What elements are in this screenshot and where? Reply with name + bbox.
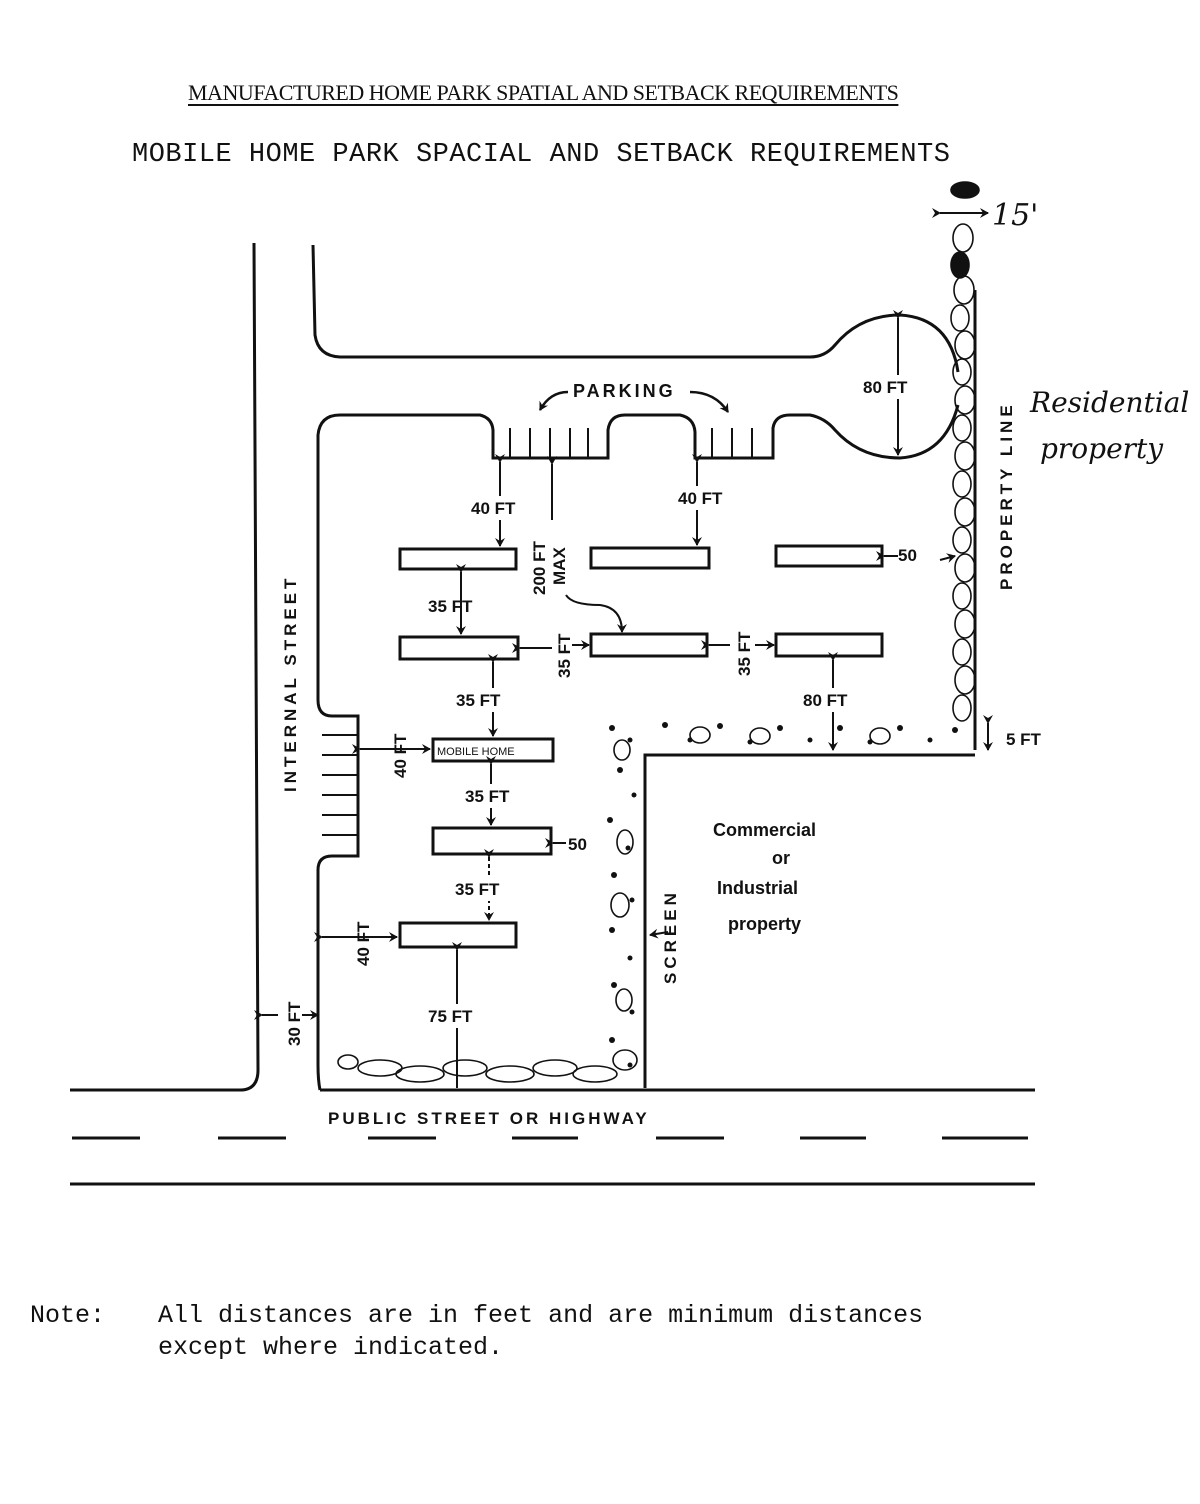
note-line-1: All distances are in feet and are minimu… bbox=[158, 1301, 924, 1330]
parking-arrow-left bbox=[538, 390, 569, 411]
parking-to-home-left-label: 40 FT bbox=[471, 499, 516, 518]
screen-label: SCREEN bbox=[661, 889, 680, 984]
note-label: Note: bbox=[30, 1301, 106, 1330]
home-lot bbox=[431, 826, 553, 856]
public-street-label: PUBLIC STREET OR HIGHWAY bbox=[328, 1109, 650, 1128]
buffer-width-label: 5 FT bbox=[1006, 730, 1042, 749]
svg-text:Commercial: Commercial bbox=[713, 820, 816, 840]
home-to-screen-label: 50 bbox=[568, 835, 587, 854]
parking-label: PARKING bbox=[573, 381, 676, 401]
residential-property-annotation: Residential property bbox=[1029, 386, 1189, 465]
loop-road-outer-edge bbox=[311, 244, 960, 373]
side-spacing-right-label: 35 FT bbox=[735, 631, 754, 676]
document-title: MANUFACTURED HOME PARK SPATIAL AND SETBA… bbox=[188, 80, 899, 105]
note-line-2: except where indicated. bbox=[158, 1333, 504, 1362]
screen-buffer-shrubs bbox=[610, 726, 891, 1012]
parking-stalls-left bbox=[322, 734, 358, 836]
property-line-label: PROPERTY LINE bbox=[997, 401, 1016, 590]
svg-text:property: property bbox=[1040, 432, 1164, 465]
max-distance-label: 200 FTMAX bbox=[530, 541, 569, 595]
home-to-public-street-label: 75 FT bbox=[428, 1007, 473, 1026]
home-lot bbox=[589, 632, 709, 658]
home-lot bbox=[774, 544, 884, 568]
diagram-title: MOBILE HOME PARK SPACIAL AND SETBACK REQ… bbox=[132, 140, 951, 170]
home-lot bbox=[398, 921, 518, 949]
parking-stalls-top-right bbox=[711, 428, 753, 458]
home-spacing-label-3: 35 FT bbox=[465, 787, 510, 806]
parking-stalls-top-left bbox=[509, 428, 589, 458]
cul-de-sac-diameter-label: 80 FT bbox=[863, 378, 908, 397]
internal-street-width-label: 30 FT bbox=[285, 1001, 304, 1046]
park-interior-boundary bbox=[316, 404, 960, 1091]
home-lot bbox=[589, 546, 711, 570]
home-spacing-label-4: 35 FT bbox=[455, 880, 500, 899]
screen-buffer-outline bbox=[643, 753, 975, 1088]
hedge-width-annotation: 15' bbox=[992, 198, 1038, 233]
home-to-internal-street-label-1: 40 FT bbox=[391, 733, 410, 778]
footnote: Note: All distances are in feet and are m… bbox=[30, 1300, 923, 1364]
mobile-home-label: MOBILE HOME bbox=[437, 746, 515, 758]
home-lot bbox=[774, 632, 884, 658]
home-spacing-label-1: 35 FT bbox=[428, 597, 473, 616]
internal-street-outer-edge bbox=[70, 242, 260, 1092]
home-to-buffer-label: 80 FT bbox=[803, 691, 848, 710]
internal-street-label: INTERNAL STREET bbox=[281, 575, 300, 792]
home-to-internal-street-label-2: 40 FT bbox=[354, 921, 373, 966]
svg-text:Industrial: Industrial bbox=[717, 878, 798, 898]
home-lot bbox=[398, 635, 520, 661]
screen-buffer-texture bbox=[607, 722, 958, 1068]
home-lot bbox=[398, 547, 518, 571]
home-to-property-line-label: 50 bbox=[898, 546, 917, 565]
hedge-public-street bbox=[337, 1049, 638, 1083]
side-spacing-left-label: 35 FT bbox=[555, 633, 574, 678]
parking-arrow-right bbox=[689, 390, 730, 413]
svg-text:or: or bbox=[772, 848, 790, 868]
svg-text:property: property bbox=[728, 914, 801, 934]
hedge-property-line bbox=[950, 181, 980, 722]
home-spacing-label-2: 35 FT bbox=[456, 691, 501, 710]
svg-text:Residential: Residential bbox=[1029, 386, 1189, 419]
parking-to-home-right-label: 40 FT bbox=[678, 489, 723, 508]
commercial-property-label: Commercial or Industrial property bbox=[713, 820, 816, 934]
